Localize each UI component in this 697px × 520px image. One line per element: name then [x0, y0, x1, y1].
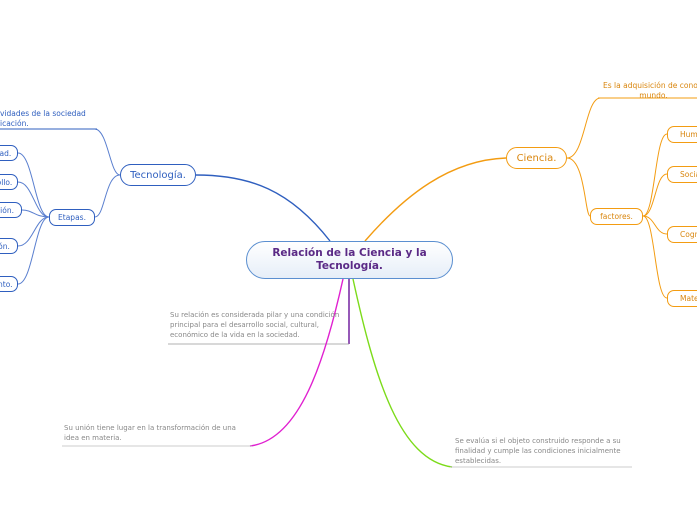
science-label: Ciencia. [516, 152, 557, 164]
union-note: Su unión tiene lugar en la transformació… [64, 424, 236, 442]
factors-label: factores. [600, 212, 633, 221]
central-topic-label: Relación de la Ciencia y la Tecnología. [272, 247, 427, 272]
connector-technology [195, 174, 331, 242]
relation-note: Su relación es considerada pilar y una c… [170, 311, 340, 339]
factors-node[interactable]: factores. [590, 208, 643, 225]
stage-label-1: dad. [0, 148, 12, 158]
stage-node-1[interactable]: dad. [0, 145, 18, 161]
stage-node-2[interactable]: rollo. [0, 174, 18, 190]
technology-definition: vidades de la sociedad icación. [0, 109, 86, 128]
stage-label-3: ción. [0, 205, 14, 215]
stages-node[interactable]: Etapas. [49, 209, 95, 226]
factor-label-1: Hum [680, 130, 697, 139]
connector-science [364, 157, 507, 242]
science-node[interactable]: Ciencia. [506, 147, 567, 169]
factor-node-1[interactable]: Hum [667, 126, 697, 143]
central-topic[interactable]: Relación de la Ciencia y la Tecnología. [246, 241, 453, 279]
technology-label: Tecnología. [130, 169, 186, 181]
factor-label-3: Cogn [680, 230, 697, 239]
stage-node-3[interactable]: ción. [0, 202, 22, 218]
science-definition: Es la adquisición de conoci mundo. [603, 81, 697, 100]
evaluation-note: Se evalúa si el objeto construido respon… [455, 437, 621, 465]
factor-node-4[interactable]: Mate [667, 290, 697, 307]
stage-label-4: ión. [0, 241, 10, 251]
stage-node-4[interactable]: ión. [0, 238, 18, 254]
connector-tech-definition [94, 128, 121, 176]
factor-label-2: Socia [680, 170, 697, 179]
technology-node[interactable]: Tecnología. [120, 164, 196, 186]
stage-node-5[interactable]: ento. [0, 276, 18, 292]
stage-label-5: ento. [0, 279, 13, 289]
factor-node-2[interactable]: Socia [667, 166, 697, 183]
factor-node-3[interactable]: Cogn [667, 226, 697, 243]
stages-label: Etapas. [58, 213, 86, 222]
stage-label-2: rollo. [0, 177, 13, 187]
factor-label-4: Mate [680, 294, 697, 303]
